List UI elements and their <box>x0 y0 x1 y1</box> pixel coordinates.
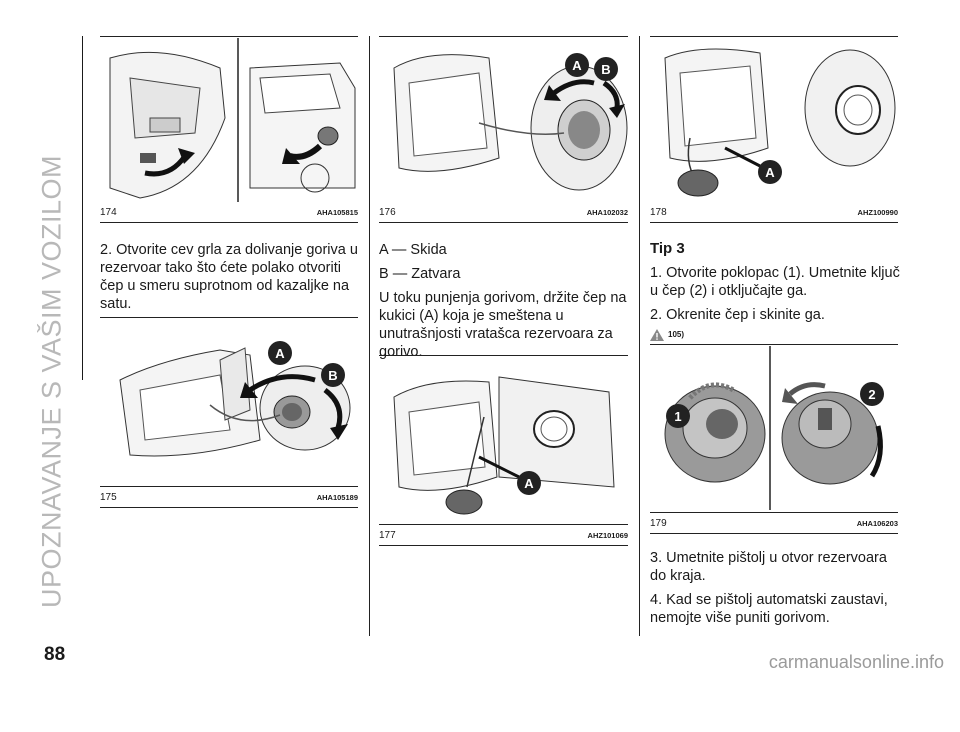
callout-2: 2 <box>868 387 875 402</box>
figure-top-rule <box>100 36 358 37</box>
figure-176: A B <box>379 38 628 202</box>
legend-a: A — Skida <box>379 242 447 258</box>
callout-b: B <box>601 62 610 77</box>
tip-3-heading: Tip 3 <box>650 240 685 257</box>
figure-caption-rule <box>100 507 358 508</box>
step-1-paragraph: 1. Otvorite poklopac (1). Umetnite ključ… <box>650 265 900 299</box>
figure-top-rule <box>100 317 358 318</box>
figure-caption: 178 AHZ100990 <box>650 205 898 219</box>
figure-top-rule <box>379 355 628 356</box>
section-title: UPOZNAVANJE S VAŠIM VOZILOM <box>36 154 67 609</box>
figure-bottom-rule <box>650 512 898 513</box>
figure-code: AHZ100990 <box>857 207 898 217</box>
figure-caption: 177 AHZ101069 <box>379 528 628 542</box>
callout-a: A <box>572 58 582 73</box>
figure-bottom-rule <box>650 222 898 223</box>
figure-top-rule <box>650 344 898 345</box>
figure-top-rule <box>650 36 898 37</box>
figure-caption-rule <box>379 545 628 546</box>
figure-179: 1 2 <box>650 346 898 510</box>
fuel-cap-paragraph: U toku punjenja gorivom, držite čep na k… <box>379 290 627 360</box>
figure-178: A <box>650 38 898 202</box>
warning-reference: 105) <box>650 326 906 344</box>
figure-number: 178 <box>650 206 667 218</box>
figure-caption: 176 AHA102032 <box>379 205 628 219</box>
figure-bottom-rule <box>100 486 358 487</box>
page-number: 88 <box>44 644 66 665</box>
column-3-lower-text: 3. Umetnite pištolj u otvor rezervoara d… <box>650 549 906 633</box>
figure-top-rule <box>379 36 628 37</box>
figure-caption: 174 AHA105815 <box>100 205 358 219</box>
figure-bottom-rule <box>379 524 628 525</box>
figure-174 <box>100 38 358 202</box>
step-2-paragraph: 2. Okrenite čep i skinite ga. <box>650 307 825 323</box>
callout-1: 1 <box>674 409 681 424</box>
figure-bottom-rule <box>379 222 628 223</box>
figure-number: 175 <box>100 491 117 503</box>
legend-b: B — Zatvara <box>379 266 461 282</box>
figure-code: AHA106203 <box>856 518 898 528</box>
figure-caption: 179 AHA106203 <box>650 516 898 530</box>
step-4-paragraph: 4. Kad se pištolj automatski zaustavi, n… <box>650 592 888 626</box>
figure-code: AHA102032 <box>586 207 628 217</box>
callout-a: A <box>275 346 285 361</box>
figure-number: 174 <box>100 206 117 218</box>
column-3-text: Tip 3 1. Otvorite poklopac (1). Umetnite… <box>650 240 906 344</box>
warning-ref-number: 105) <box>668 330 685 339</box>
figure-175: A B <box>100 320 358 484</box>
step-3-paragraph: 3. Umetnite pištolj u otvor rezervoara d… <box>650 550 887 584</box>
callout-a: A <box>765 165 775 180</box>
callout-b: B <box>328 368 337 383</box>
figure-code: AHA105815 <box>316 207 358 217</box>
column-2-text: A — Skida B — Zatvara U toku punjenja go… <box>379 241 634 367</box>
figure-caption: 175 AHA105189 <box>100 490 358 504</box>
column-divider <box>639 36 640 636</box>
figure-number: 177 <box>379 529 396 541</box>
figure-caption-rule <box>650 533 898 534</box>
figure-code: AHZ101069 <box>587 530 628 540</box>
figure-code: AHA105189 <box>316 492 358 502</box>
watermark: carmanualsonline.info <box>768 652 944 672</box>
column-1-text: 2. Otvorite cev grla za dolivanje goriva… <box>100 241 362 319</box>
figure-number: 176 <box>379 206 396 218</box>
section-rule <box>82 36 83 380</box>
column-divider <box>369 36 370 636</box>
step-2-paragraph: 2. Otvorite cev grla za dolivanje goriva… <box>100 242 358 312</box>
callout-a: A <box>524 476 534 491</box>
figure-bottom-rule <box>100 222 358 223</box>
figure-number: 179 <box>650 517 667 529</box>
figure-177: A <box>379 357 628 521</box>
warning-triangle-icon <box>650 329 664 341</box>
